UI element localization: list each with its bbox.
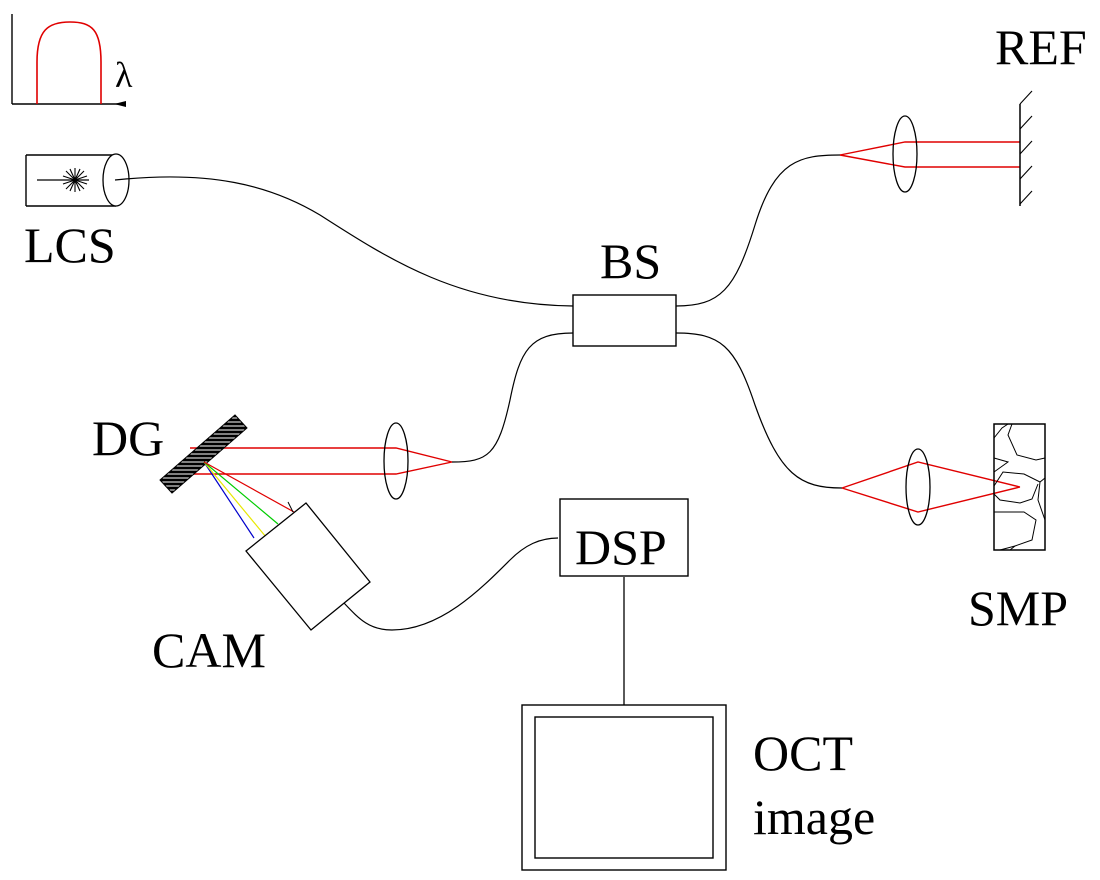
dispersed-spectrum [203, 461, 295, 539]
detection-beam-bottom [190, 461, 453, 475]
ray-red [203, 461, 295, 513]
smp-label: SMP [968, 580, 1068, 636]
detection-arm [190, 422, 453, 500]
spectrum-plot: λ [11, 14, 133, 107]
spectrum-axis-arrow-icon [114, 101, 126, 107]
ray-blue [203, 461, 255, 539]
sample-arm-fiber [675, 332, 843, 489]
sparkle-icon [62, 168, 88, 192]
camera: CAM [152, 501, 371, 678]
ray-yellow [203, 461, 267, 538]
sample-lens [905, 448, 931, 526]
mirror-hatch [1019, 90, 1033, 205]
reference-beam-top [839, 141, 1020, 156]
dg-label: DG [92, 410, 164, 466]
image-label: image [753, 789, 875, 845]
sample-beam-bottom [841, 486, 1021, 513]
detection-lens [383, 422, 409, 500]
oct-display: OCT image [521, 704, 875, 871]
bs-label: BS [600, 233, 661, 289]
sample-beam-top [841, 461, 1021, 489]
camera-tick [287, 501, 294, 513]
source-fiber [114, 176, 574, 307]
oct-label: OCT [753, 725, 853, 781]
display-frame-outer [521, 704, 727, 871]
detection-beam-top [190, 447, 453, 463]
sample-block [993, 423, 1046, 551]
beam-splitter [572, 294, 677, 347]
lcs-label: LCS [24, 217, 116, 273]
lambda-label: λ [115, 55, 133, 95]
light-source: LCS [24, 153, 130, 273]
light-source-body [25, 154, 116, 207]
display-frame-inner [534, 716, 714, 859]
sample-tissue-texture [993, 423, 1046, 551]
detection-arm-fiber [451, 332, 574, 463]
reference-arm-fiber [675, 154, 841, 307]
sample-arm: SMP [841, 423, 1068, 636]
grating-body [159, 414, 248, 494]
reference-arm: REF [839, 19, 1087, 206]
ref-label: REF [995, 19, 1087, 75]
dsp-box [559, 498, 689, 577]
ray-green [203, 461, 279, 525]
reference-lens [892, 115, 918, 193]
dsp-unit: DSP [559, 498, 689, 577]
dsp-label: DSP [575, 519, 667, 575]
reference-beam-bottom [839, 154, 1020, 168]
diffraction-grating: DG [92, 410, 248, 494]
camera-cable [343, 537, 559, 631]
spectrum-curve [36, 21, 102, 104]
cam-label: CAM [152, 622, 266, 678]
camera-body [245, 502, 371, 631]
